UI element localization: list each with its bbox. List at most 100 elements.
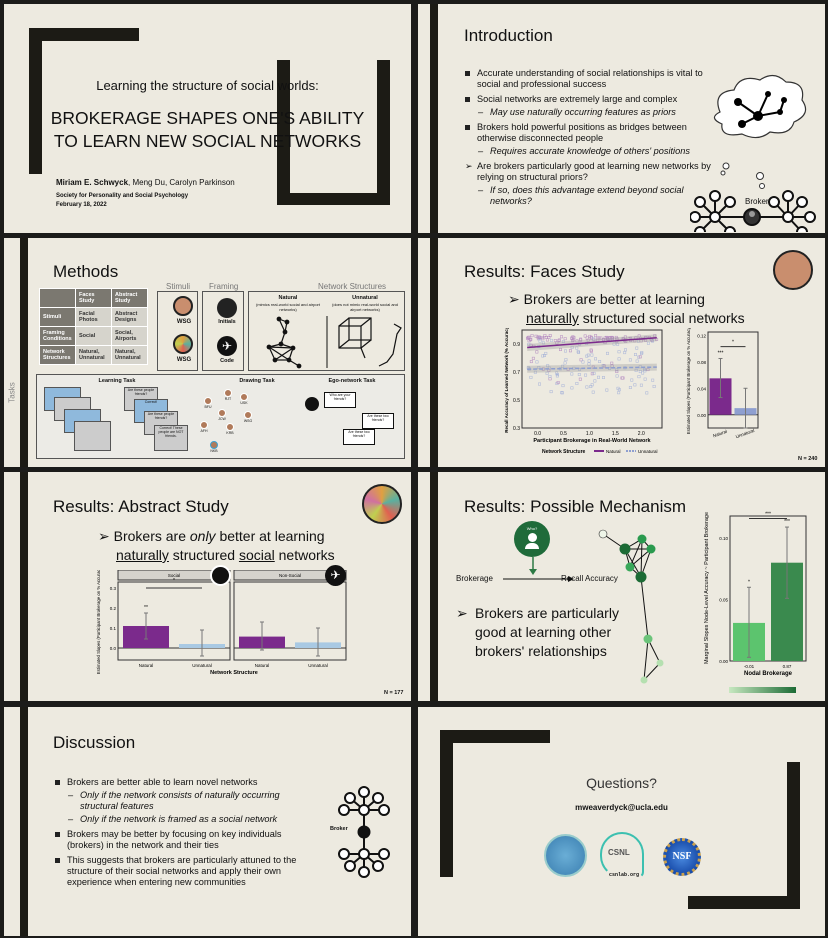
data-point (585, 354, 589, 358)
x-tick-label: Unnatural (735, 428, 755, 439)
stimuli-panel: WSG WSG (157, 291, 198, 371)
slide-results-faces[interactable]: Results: Faces Study ➢ Brokers are bette… (418, 238, 825, 467)
bullet-item: This suggests that brokers are particula… (54, 855, 319, 888)
legend-label: Natural (606, 449, 621, 454)
data-point (612, 342, 616, 346)
plot-frame (521, 329, 663, 429)
data-point (639, 339, 643, 343)
claim-underlined: social (238, 547, 275, 563)
data-point (577, 350, 581, 354)
data-point (538, 339, 542, 343)
data-point (526, 336, 530, 340)
corner-bracket-bottom (688, 896, 800, 909)
corner-bracket-right-vertical (377, 60, 390, 205)
tasks-label: Tasks (7, 382, 17, 403)
data-point (599, 336, 603, 340)
x-tick-label: Natural (712, 429, 727, 439)
slide-discussion[interactable]: Discussion Brokers are better able to le… (4, 707, 411, 936)
data-point (591, 390, 595, 394)
data-point (561, 340, 565, 343)
data-point (594, 357, 597, 361)
accent-bar (20, 472, 28, 701)
data-point (606, 337, 610, 341)
who-label: Who? (526, 526, 538, 531)
y-tick-label: 0.2 (110, 606, 117, 611)
x-axis-label: Nodal Brokerage (744, 671, 793, 677)
corner-bracket-left (440, 730, 453, 877)
plot-frame (233, 581, 347, 661)
csnl-url: csnlab.org (609, 872, 640, 878)
data-point (555, 341, 559, 345)
data-point (564, 349, 567, 353)
accent-bar (20, 707, 28, 936)
slide-title[interactable]: Learning the structure of social worlds:… (4, 4, 411, 233)
corner-bracket-right (787, 762, 800, 909)
data-point (601, 376, 605, 379)
claim-underlined: naturally (116, 547, 169, 563)
data-point (560, 335, 563, 339)
natural-desc: (mimics real-world social and airport ne… (255, 302, 321, 312)
y-tick-label: 0.5 (513, 398, 520, 404)
slide-questions[interactable]: Questions? mweaverdyck@ucla.edu CSNL csn… (418, 707, 825, 936)
data-point (545, 371, 549, 375)
x-tick-label: Natural (139, 663, 154, 668)
data-point (559, 348, 562, 351)
corner-bracket-left (29, 28, 42, 174)
claim-italic: only (189, 528, 216, 544)
data-point (561, 364, 565, 368)
data-point (597, 375, 600, 379)
data-point (653, 334, 657, 338)
data-point (637, 355, 641, 359)
data-point (581, 360, 585, 364)
data-point (596, 336, 600, 340)
data-point (602, 364, 606, 368)
unnatural-desc: (does not mimic real-world social and ai… (331, 302, 399, 312)
abstract-stimulus-icon (173, 334, 193, 354)
contact-email[interactable]: mweaverdyck@ucla.edu (575, 803, 668, 812)
data-point (615, 374, 619, 378)
data-point (605, 388, 609, 392)
face-icon (204, 397, 212, 405)
data-point (610, 336, 614, 340)
y-tick-label: 0.7 (513, 370, 520, 376)
x-tick-label: -0.01 (744, 664, 755, 669)
bullet-item: Brokers may be better by focusing on key… (54, 829, 319, 851)
data-point (560, 391, 564, 395)
framing-label: Initials (218, 319, 236, 325)
y-tick-label: 0.0 (110, 646, 117, 651)
x-tick-label: Unnatural (192, 663, 212, 668)
data-point (638, 355, 642, 359)
legend-label: Unnatural (638, 449, 658, 454)
data-point (570, 345, 574, 349)
data-point (651, 339, 655, 343)
data-point (533, 370, 537, 374)
data-point (545, 338, 549, 342)
csnl-logo-text: CSNL (608, 848, 630, 857)
data-point (603, 336, 607, 340)
data-point (568, 349, 572, 353)
face-icon (224, 389, 232, 397)
slide-results-mechanism[interactable]: Results: Possible Mechanism Who? Brokera… (418, 472, 825, 701)
y-tick-label: 0.08 (697, 360, 706, 365)
node-initials: AFH (200, 429, 208, 433)
data-point (579, 337, 583, 341)
slide-introduction[interactable]: Introduction Accurate understanding of s… (418, 4, 825, 233)
prompt-card: Correct! These people are NOT friends. (154, 425, 188, 451)
node-initials: JCW (218, 417, 226, 421)
row-label: Stimuli (39, 307, 76, 327)
network-heading: Network Structures (318, 282, 387, 291)
data-point (549, 338, 553, 342)
broker-network-icon (338, 786, 390, 878)
person-body-icon (525, 543, 539, 549)
slide-results-abstract[interactable]: Results: Abstract Study ➢ Brokers are on… (4, 472, 411, 701)
data-point (578, 367, 581, 371)
arrow-bullet-icon: ➢ (98, 528, 114, 544)
data-point (615, 368, 619, 372)
cell: Natural, Unnatural (111, 345, 148, 365)
x-tick-label: 1.5 (612, 431, 619, 437)
airplane-icon: ✈ (217, 336, 237, 356)
x-tick-label: 1.0 (586, 431, 593, 437)
face-photo-icon (773, 250, 813, 290)
data-point (640, 351, 644, 354)
